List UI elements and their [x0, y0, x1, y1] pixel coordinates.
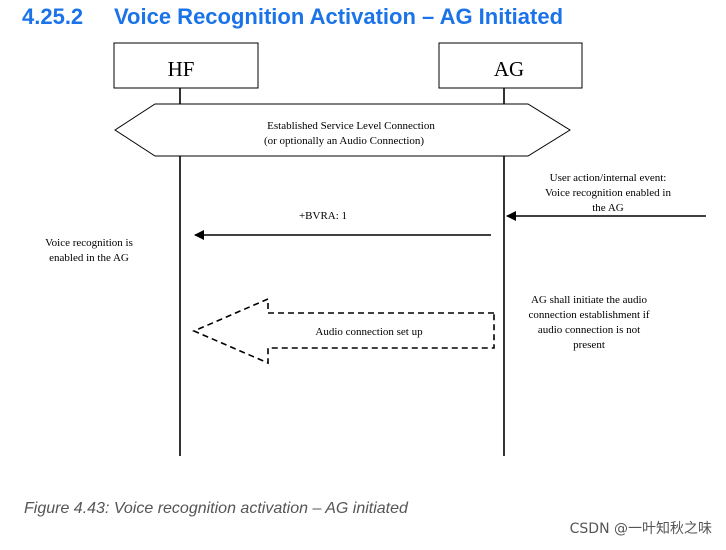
slc-banner-line1: Established Service Level Connection — [267, 120, 435, 132]
ag-note-line4: present — [573, 339, 605, 351]
hf-entity-box: HF — [113, 42, 259, 89]
watermark: CSDN @一叶知秋之味 — [569, 521, 712, 537]
hf-entity-label: HF — [168, 57, 195, 81]
audio-connection-label: Audio connection set up — [315, 326, 423, 338]
ag-entity-label: AG — [494, 57, 524, 81]
ag-note-line2: connection establishment if — [529, 309, 650, 321]
ag-note-line1: AG shall initiate the audio — [531, 294, 648, 306]
ag-note-line3: audio connection is not — [538, 324, 640, 336]
user-event-line1: User action/internal event: — [550, 172, 667, 184]
user-event-line3: the AG — [592, 202, 624, 214]
audio-connection-arrow: Audio connection set up — [191, 297, 495, 365]
hf-note-line2: enabled in the AG — [49, 252, 129, 264]
slc-banner: Established Service Level Connection (or… — [114, 103, 571, 157]
slc-banner-line2: (or optionally an Audio Connection) — [264, 135, 424, 147]
ag-entity-box: AG — [438, 42, 583, 89]
bvra-message-label: +BVRA: 1 — [299, 210, 347, 222]
figure-caption: Figure 4.43: Voice recognition activatio… — [24, 500, 408, 517]
section-title: Voice Recognition Activation – AG Initia… — [114, 4, 564, 29]
section-number: 4.25.2 — [22, 4, 84, 29]
section-heading: 4.25.2 Voice Recognition Activation – AG … — [22, 4, 563, 30]
hf-note-line1: Voice recognition is — [45, 237, 133, 249]
user-event-line2: Voice recognition enabled in — [545, 187, 671, 199]
